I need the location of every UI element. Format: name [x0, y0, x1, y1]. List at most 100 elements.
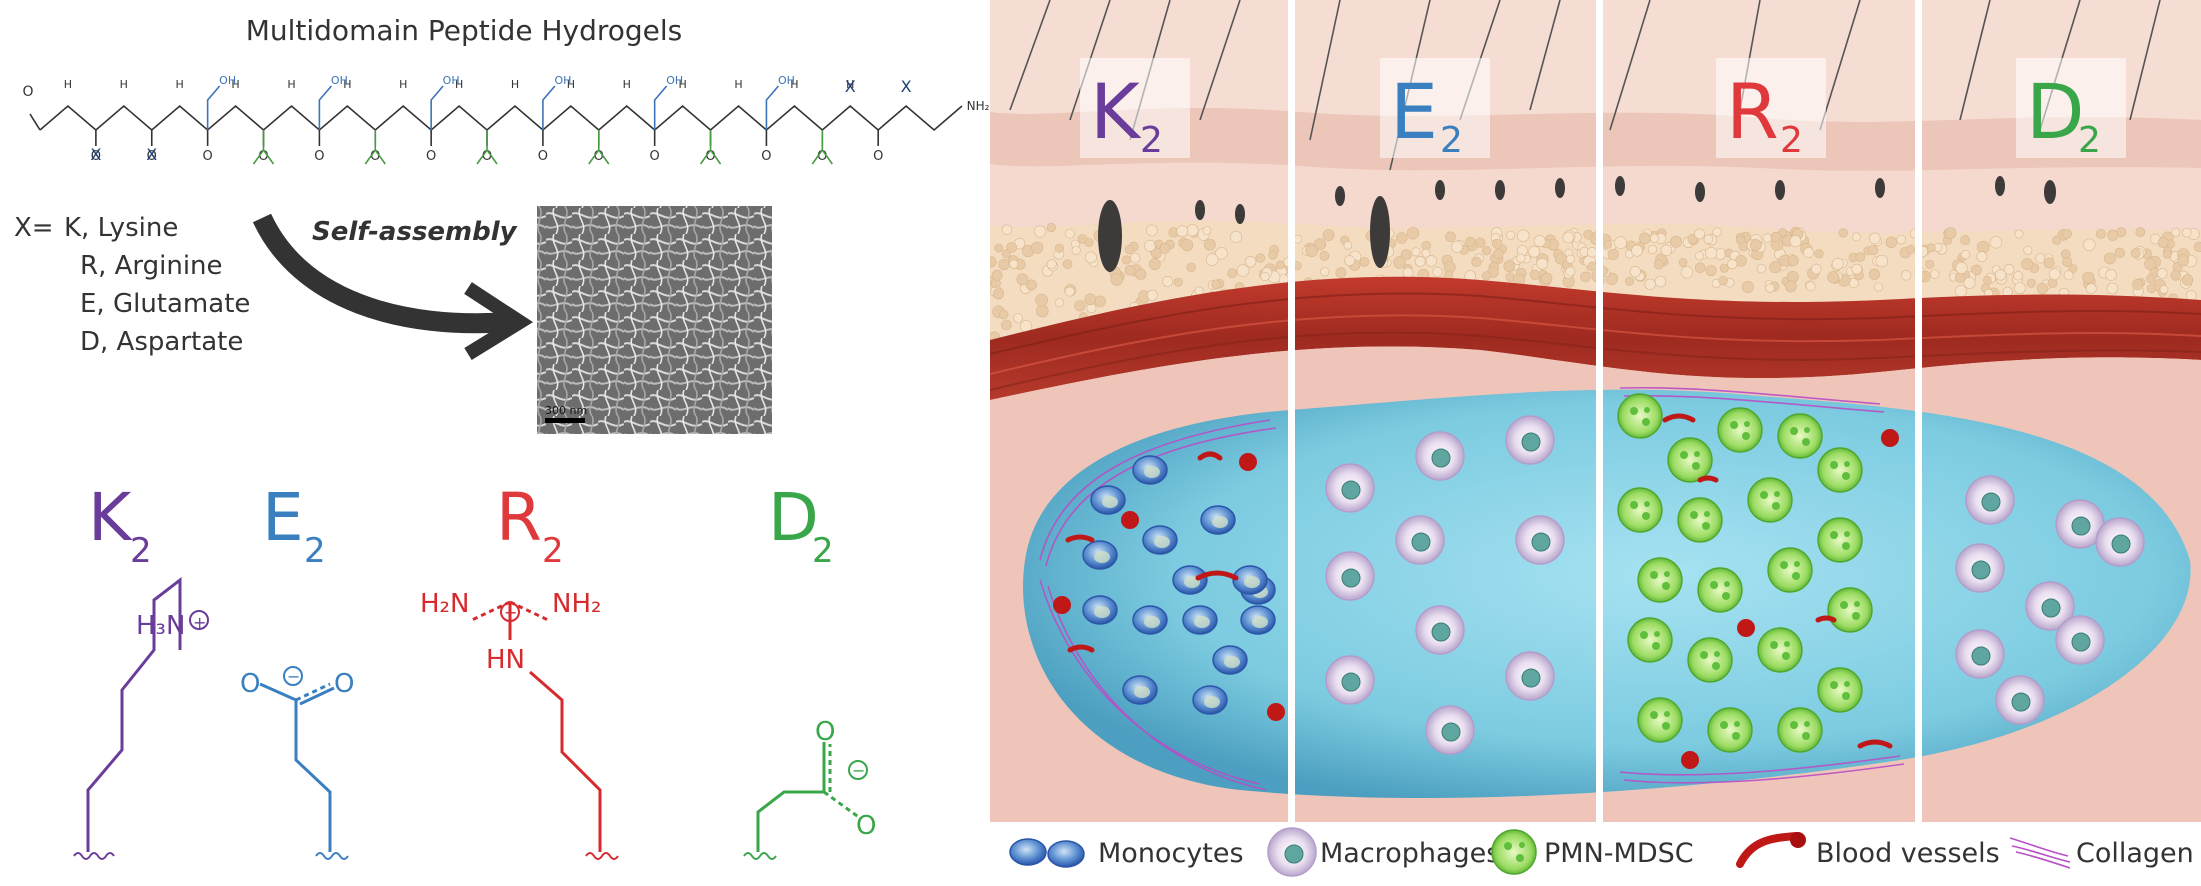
e2-letter: E — [262, 479, 304, 556]
pmn-granule — [1804, 721, 1810, 727]
backbone-o-label: O — [594, 149, 604, 164]
monocyte-nucleus — [1224, 656, 1240, 668]
backbone-o-label: O — [705, 149, 715, 164]
fat-cell — [1929, 269, 1940, 279]
backbone-h-label: H — [678, 78, 686, 91]
legend-macrophage-icon — [1267, 827, 1317, 877]
panel-label-e2: E 2 — [1390, 67, 1463, 161]
backbone-o-label: O — [314, 149, 324, 164]
serine-sidechain — [318, 85, 333, 130]
fat-cell — [1955, 261, 1968, 274]
pmn-mdsc-cell — [1637, 557, 1683, 603]
e2-subscript: 2 — [304, 531, 326, 571]
fat-cell — [1395, 232, 1408, 244]
fat-cell — [1322, 229, 1335, 241]
leucine-sidechain — [476, 130, 498, 165]
r2-letter: R — [496, 479, 542, 556]
fat-cell — [1631, 244, 1643, 257]
fat-cell — [1255, 253, 1266, 263]
legend-monocytes-label: Monocytes — [1098, 838, 1244, 869]
fat-cell — [1432, 266, 1443, 277]
fat-cell — [2052, 235, 2062, 245]
backbone-h-label: H — [846, 78, 854, 91]
fat-cell — [1211, 279, 1221, 290]
fat-cell — [1013, 313, 1023, 323]
pmn-mdsc-cell — [1777, 413, 1823, 459]
fat-cell — [1960, 235, 1971, 246]
hair-shaft — [1199, 0, 1241, 121]
x-item-arginine: R, Arginine — [80, 251, 223, 281]
pmn-mdsc-cell — [1667, 437, 1713, 483]
fat-cell — [2177, 254, 2189, 267]
pmn-granule — [1732, 732, 1740, 740]
aspartate-sidechain — [743, 742, 868, 860]
fat-cell — [1227, 268, 1238, 278]
pmn-mdsc-cell — [1817, 517, 1863, 563]
fat-cell — [2014, 229, 2024, 239]
lysine-amine-label: H₃N — [136, 611, 185, 641]
fat-cell — [1566, 254, 1576, 264]
backbone-h-label: H — [734, 78, 742, 91]
fat-cell — [1703, 234, 1714, 245]
fat-cell — [1605, 272, 1619, 285]
fat-cell — [1451, 240, 1464, 253]
fat-cell — [2063, 270, 2074, 281]
hair-follicle — [2044, 180, 2056, 204]
fat-cell — [1421, 248, 1431, 258]
pmn-mdsc-cell — [1707, 707, 1753, 753]
fat-cell — [1756, 263, 1767, 274]
d2-subscript: 2 — [812, 531, 834, 571]
fat-cell — [1491, 238, 1503, 249]
pmn-granule — [1642, 512, 1650, 520]
backbone-o-label: O — [203, 149, 213, 164]
pmn-mdsc-cell — [1817, 667, 1863, 713]
macrophage-nucleus — [2071, 632, 2091, 652]
backbone-o-label: O — [817, 149, 827, 164]
fat-cell — [1970, 264, 1982, 276]
serine-sidechain — [542, 85, 556, 130]
legend-collagen-label: Collagen — [2076, 838, 2194, 869]
fat-cell — [1054, 298, 1064, 308]
hair-follicle — [1995, 176, 2005, 196]
hair-follicle — [1195, 200, 1205, 220]
fat-cell — [1976, 251, 1988, 263]
fat-cell — [1875, 254, 1889, 268]
fat-cell — [1786, 270, 1799, 283]
glutamate-minus-sign: − — [287, 667, 300, 686]
fat-cell — [1064, 228, 1075, 239]
fat-cell — [1215, 247, 1228, 260]
x-item-glutamate: E, Glutamate — [80, 289, 250, 319]
panel-k2-letter: K — [1090, 67, 1142, 156]
fat-cell — [1963, 276, 1976, 289]
arginine-plus-sign: + — [504, 603, 517, 622]
blood-cell — [1053, 596, 1071, 614]
fat-cell — [2036, 282, 2049, 295]
fat-cell — [1536, 257, 1549, 270]
fat-cell — [2085, 283, 2097, 294]
x-residue-label: X — [845, 77, 856, 96]
fat-cell — [1529, 269, 1541, 280]
fat-cell — [1580, 271, 1591, 283]
r2-subscript: 2 — [542, 531, 564, 571]
fat-cell — [1654, 275, 1667, 288]
fat-cell — [1516, 229, 1530, 242]
fat-cell — [1085, 251, 1097, 264]
fat-cell — [1074, 300, 1086, 312]
fat-cell — [1694, 228, 1705, 240]
fat-cell — [1770, 231, 1782, 243]
fat-cell — [998, 258, 1010, 271]
fat-cell — [1587, 261, 1597, 272]
hair-follicle — [1335, 186, 1345, 206]
pmn-granule — [1842, 542, 1850, 550]
pmn-mdsc-cell — [1757, 627, 1803, 673]
pmn-granule — [1710, 581, 1718, 589]
x-item-lysine: K, Lysine — [64, 213, 178, 243]
fat-cell — [1400, 249, 1412, 261]
pmn-granule — [1794, 561, 1800, 567]
fat-cell — [2021, 258, 2034, 270]
pmn-mdsc-cell — [1767, 547, 1813, 593]
hair-shaft — [1309, 0, 1341, 141]
serine-oh-label: OH — [666, 74, 683, 87]
fat-cell — [1077, 234, 1088, 244]
macrophage-nucleus — [2041, 598, 2061, 618]
